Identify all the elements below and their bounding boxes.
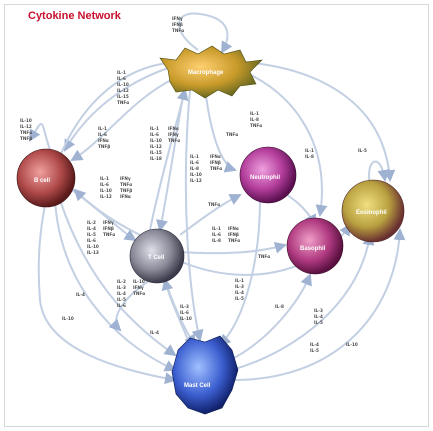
label-il10-right: IL-10 [346, 342, 358, 347]
tcell-body [129, 228, 185, 284]
cell-mast[interactable]: Mast Cell [171, 335, 239, 415]
mast-label: Mast Cell [184, 383, 211, 389]
label-il10-left: IL-10 [62, 316, 74, 321]
label-il4-mid: IL-4 [150, 330, 159, 335]
eosinophil-body [341, 179, 405, 243]
macrophage-label: Macrophage [188, 70, 224, 76]
edge-macrophage-mast [37, 61, 177, 385]
edge-mast-eosinophil-2 [234, 228, 406, 381]
neutrophil-label: Neutrophil [250, 175, 280, 181]
edge-bcell-mast-2 [59, 199, 177, 357]
edge-tcell-basophil [179, 241, 287, 255]
edge-mast-eosinophil [231, 233, 375, 371]
cell-macrophage[interactable]: Macrophage [159, 45, 263, 99]
cell-tcell[interactable]: T Cell [129, 228, 185, 284]
edge-macrophage-eosinophil [244, 61, 396, 182]
edge-neutrophil-mast [218, 199, 261, 347]
edge-mast-basophil [229, 273, 312, 361]
edge-macrophage-mast-2 [184, 89, 204, 342]
edge-macrophage-basophil [239, 69, 328, 217]
label-il4-left: IL-4 [76, 292, 85, 297]
diagram-title: Cytokine Network [28, 10, 121, 22]
edge-macrophage-neutrophil [204, 87, 237, 173]
loop-bcell [28, 123, 51, 151]
macrophage-body [159, 45, 263, 99]
cell-basophil[interactable]: Basophil [286, 217, 344, 275]
label-tnfa-mid: TNFα [208, 202, 220, 207]
cell-neutrophil[interactable]: Neutrophil [239, 146, 297, 204]
label-eos: IL-5 [358, 148, 367, 153]
loop-eosinophil [368, 160, 390, 186]
edge-macrophage-bcell-2 [70, 77, 176, 162]
bcell-label: B cell [34, 178, 50, 184]
neutrophil-body [239, 146, 297, 204]
mast-body [171, 335, 239, 415]
edge-bcell-mast [54, 199, 177, 372]
label-tnfa-neut: TNFα [258, 254, 270, 259]
tcell-label: T Cell [148, 255, 165, 261]
cell-eosinophil[interactable]: Eosinophil [341, 179, 405, 243]
loop-macrophage [178, 12, 233, 54]
edge-tcell-neutrophil [179, 194, 242, 236]
label-mac-neut: TNFα [226, 132, 238, 137]
bcell-body [16, 148, 76, 208]
label-il8-right: IL-8 [275, 304, 284, 309]
basophil-label: Basophil [300, 246, 326, 252]
cell-bcell[interactable]: B cell [16, 148, 76, 208]
basophil-body [286, 217, 344, 275]
eosinophil-label: Eosinophil [356, 210, 387, 216]
edge-macrophage-bcell [64, 67, 169, 152]
edge-tcell-bcell [73, 188, 141, 236]
edge-tcell-mast-left [108, 279, 151, 332]
edge-tcell-macrophage [149, 88, 189, 231]
edge-mast-tcell [161, 278, 191, 346]
